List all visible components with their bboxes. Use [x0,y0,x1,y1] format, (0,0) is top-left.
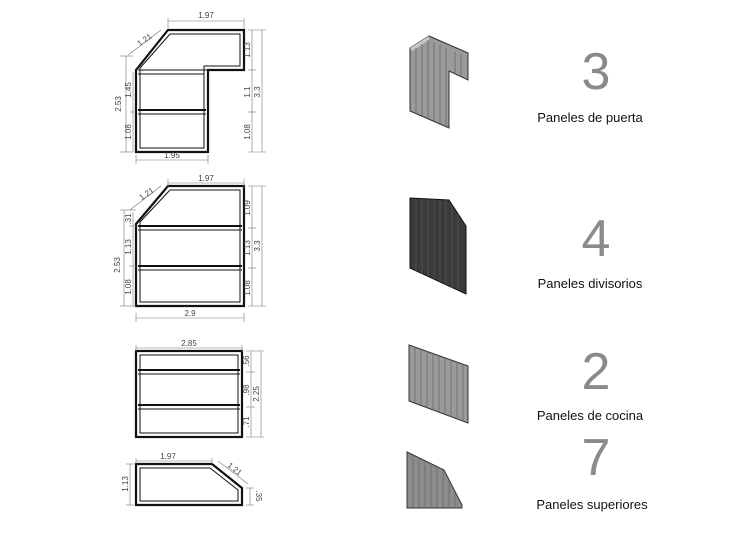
dim-right-c: 1.08 [243,280,252,296]
drawing-door-panels: 1.97 1.21 2.53 1.45 1.08 1.13 1.1 1.08 3… [114,11,266,164]
count-upper-panels: 7 [582,429,611,487]
drawing-upper-panels: 1.97 1.21 1.13 .35 [121,452,263,507]
dim-diagonal: 1.21 [226,461,244,478]
label-door-panels: Paneles de puerta [537,110,643,125]
dim-right-total: 2.25 [252,386,261,402]
dim-right-c: .71 [242,416,251,428]
dim-right-a: 1.09 [243,200,252,216]
dim-right-b: 1.1 [243,86,252,98]
count-kitchen-panels: 2 [582,343,611,401]
dim-top: 2.85 [181,339,197,348]
panel-3d-upper [406,451,463,509]
dim-diagonal: 1.21 [136,31,154,48]
label-upper-panels: Paneles superiores [536,497,648,512]
dim-right-b: 1.13 [243,240,252,256]
count-divider-panels: 4 [582,210,611,268]
panel-3d-divider [409,197,467,295]
dim-left: 1.13 [121,476,130,492]
dim-left-a: 1.13 [124,239,133,255]
dim-left-total: 2.53 [114,96,123,112]
dim-right-total: 3.3 [253,240,262,252]
panel-3d-kitchen [408,344,469,424]
count-door-panels: 3 [582,43,611,101]
dim-right-total: 3.3 [253,86,262,98]
dim-bottom: 1.95 [164,151,180,160]
dim-right-b: .98 [242,384,251,396]
dim-right-a: .56 [242,355,251,367]
dim-top: 1.97 [160,452,176,461]
panel-3d-door [409,35,469,129]
dim-top: 1.97 [198,174,214,183]
dim-left-a: 1.45 [124,82,133,98]
dim-right: .35 [254,490,263,502]
dim-right-c: 1.08 [243,124,252,140]
dim-left-b: 1.08 [124,279,133,295]
dim-left-b: 1.08 [124,124,133,140]
drawing-kitchen-panels: 2.85 .56 .98 .71 2.25 [134,339,264,439]
label-divider-panels: Paneles divisorios [538,276,643,291]
dim-left-small: .31 [124,213,133,225]
dim-diagonal: 1.21 [138,185,156,202]
dim-left-total: 2.53 [113,257,122,273]
label-kitchen-panels: Paneles de cocina [537,408,644,423]
dim-bottom: 2.9 [184,309,196,318]
drawing-divider-panels: 1.97 1.21 .31 2.53 1.13 1.08 1.09 1.13 1… [113,174,266,322]
dim-top: 1.97 [198,11,214,20]
dim-right-a: 1.13 [243,42,252,58]
